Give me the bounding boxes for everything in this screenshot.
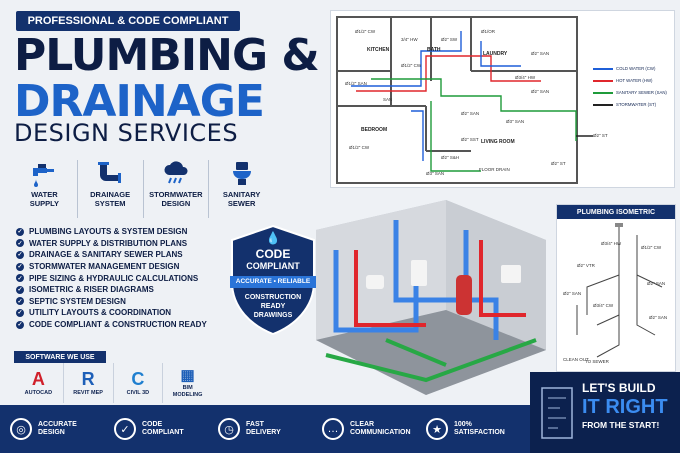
title-line-2: DRAINAGE <box>14 76 265 127</box>
blueprint-icon <box>541 387 573 439</box>
feature-item: ★100%SATISFACTION <box>426 418 530 440</box>
plan-annotation: Ø2" ST <box>551 161 566 166</box>
plan-annotation: Ø1/2" CW <box>355 29 376 34</box>
software-label: SOFTWARE WE USE <box>14 351 106 363</box>
list-item: ✓UTILITY LAYOUTS & COORDINATION <box>16 308 172 318</box>
plan-annotation: Ø2" SAN <box>531 89 550 94</box>
plan-legend: COLD WATER (CW) HOT WATER (HW) SANITARY … <box>593 63 667 111</box>
autocad-logo-icon: A <box>31 368 45 389</box>
plan-annotation: Ø3/4" HW <box>515 75 536 80</box>
room-label: LAUNDRY <box>483 51 508 57</box>
room-label: BATH <box>427 47 441 53</box>
check-icon: ✓ <box>16 262 24 271</box>
code-compliant-seal: 💧 CODE COMPLIANT ACCURATE • RELIABLE CON… <box>230 224 316 336</box>
check-icon: ✓ <box>16 297 24 306</box>
list-item: ✓WATER SUPPLY & DISTRIBUTION PLANS <box>16 238 188 248</box>
pipe-icon <box>98 162 122 183</box>
civil3d-logo-icon: C <box>131 368 145 389</box>
list-item: ✓CODE COMPLIANT & CONSTRUCTION READY <box>16 320 207 330</box>
services-list: ✓PLUMBING LAYOUTS & SYSTEM DESIGN ✓WATER… <box>16 226 246 330</box>
floor-plan: KITCHEN BATH LAUNDRY BEDROOM LIVING ROOM… <box>330 10 675 188</box>
plan-annotation: Ø2" SST <box>461 137 479 142</box>
bathroom-3d-render <box>296 190 556 400</box>
plan-annotation: FLOOR DRAIN <box>479 167 510 172</box>
title-line-1: PLUMBING & <box>14 30 320 81</box>
plan-annotation: Ø3" SAN <box>426 171 445 176</box>
list-item: ✓ISOMETRIC & RISER DIAGRAMS <box>16 285 154 295</box>
list-item: ✓STORMWATER MANAGEMENT DESIGN <box>16 262 180 272</box>
bim-cube-icon: ▦ <box>180 367 195 385</box>
isometric-drawing <box>576 223 663 358</box>
plan-annotation: Ø2" SW <box>441 37 458 42</box>
plan-annotation: Ø1/2" CW <box>401 63 422 68</box>
list-item: ✓DRAINAGE & SANITARY SEWER PLANS <box>16 250 183 260</box>
target-icon: ◎ <box>10 418 32 440</box>
legend-item: HOT WATER (HW) <box>593 75 667 87</box>
clock-icon: ◷ <box>218 418 240 440</box>
check-icon: ✓ <box>16 250 24 259</box>
list-item: ✓PIPE SIZING & HYDRAULIC CALCULATIONS <box>16 273 199 283</box>
rain-cloud-icon <box>164 161 188 184</box>
water-drop-icon: 💧 <box>265 231 281 245</box>
list-item: ✓PLUMBING LAYOUTS & SYSTEM DESIGN <box>16 227 188 237</box>
room-label: BEDROOM <box>361 127 388 133</box>
cta-line-2: IT RIGHT <box>582 396 668 418</box>
check-icon: ✓ <box>16 239 24 248</box>
plan-annotation: Ø1/2" CW <box>349 145 370 150</box>
toilet-icon <box>232 162 251 185</box>
faucet-icon <box>33 164 55 187</box>
list-item: ✓SEPTIC SYSTEM DESIGN <box>16 296 126 306</box>
top-badge: PROFESSIONAL & CODE COMPLIANT <box>16 11 240 31</box>
plan-annotation: Ø2" S&H <box>441 155 460 160</box>
check-icon: ✓ <box>16 308 24 317</box>
plan-annotation: 3/4" HW <box>401 37 418 42</box>
plan-annotation: Ø1/2" SAN <box>345 81 367 86</box>
floor-plan-drawing <box>336 16 593 184</box>
legend-item: STORMWATER (ST) <box>593 99 667 111</box>
plan-annotation: Ø3" SAN <box>506 119 525 124</box>
legend-item: SANITARY SEWER (SAN) <box>593 87 667 99</box>
plan-annotation: Ø1/OR <box>481 29 496 34</box>
check-icon: ✓ <box>16 320 24 329</box>
room-label: KITCHEN <box>367 47 390 53</box>
plan-annotation: Ø2" SAN <box>531 51 550 56</box>
plan-annotation: Ø2" SAN <box>461 111 480 116</box>
title-line-3: DESIGN SERVICES <box>14 119 239 147</box>
shield-check-icon: ✓ <box>114 418 136 440</box>
revit-logo-icon: R <box>81 368 95 389</box>
chat-icon: … <box>322 418 344 440</box>
isometric-panel: PLUMBING ISOMETRIC Ø3/4" HW Ø1/2" CW Ø2"… <box>556 204 676 372</box>
award-icon: ★ <box>426 418 448 440</box>
cta-line-1: LET'S BUILD <box>582 381 656 395</box>
check-icon: ✓ <box>16 227 24 236</box>
isometric-title: PLUMBING ISOMETRIC <box>557 205 675 219</box>
cta-panel: LET'S BUILD IT RIGHT FROM THE START! <box>530 372 680 453</box>
cta-line-3: FROM THE START! <box>582 420 660 430</box>
plan-annotation: SAN <box>383 97 393 102</box>
check-icon: ✓ <box>16 285 24 294</box>
room-label: LIVING ROOM <box>481 139 515 145</box>
legend-item: COLD WATER (CW) <box>593 63 667 75</box>
check-icon: ✓ <box>16 274 24 283</box>
plan-annotation: Ø2" ST <box>593 133 608 138</box>
